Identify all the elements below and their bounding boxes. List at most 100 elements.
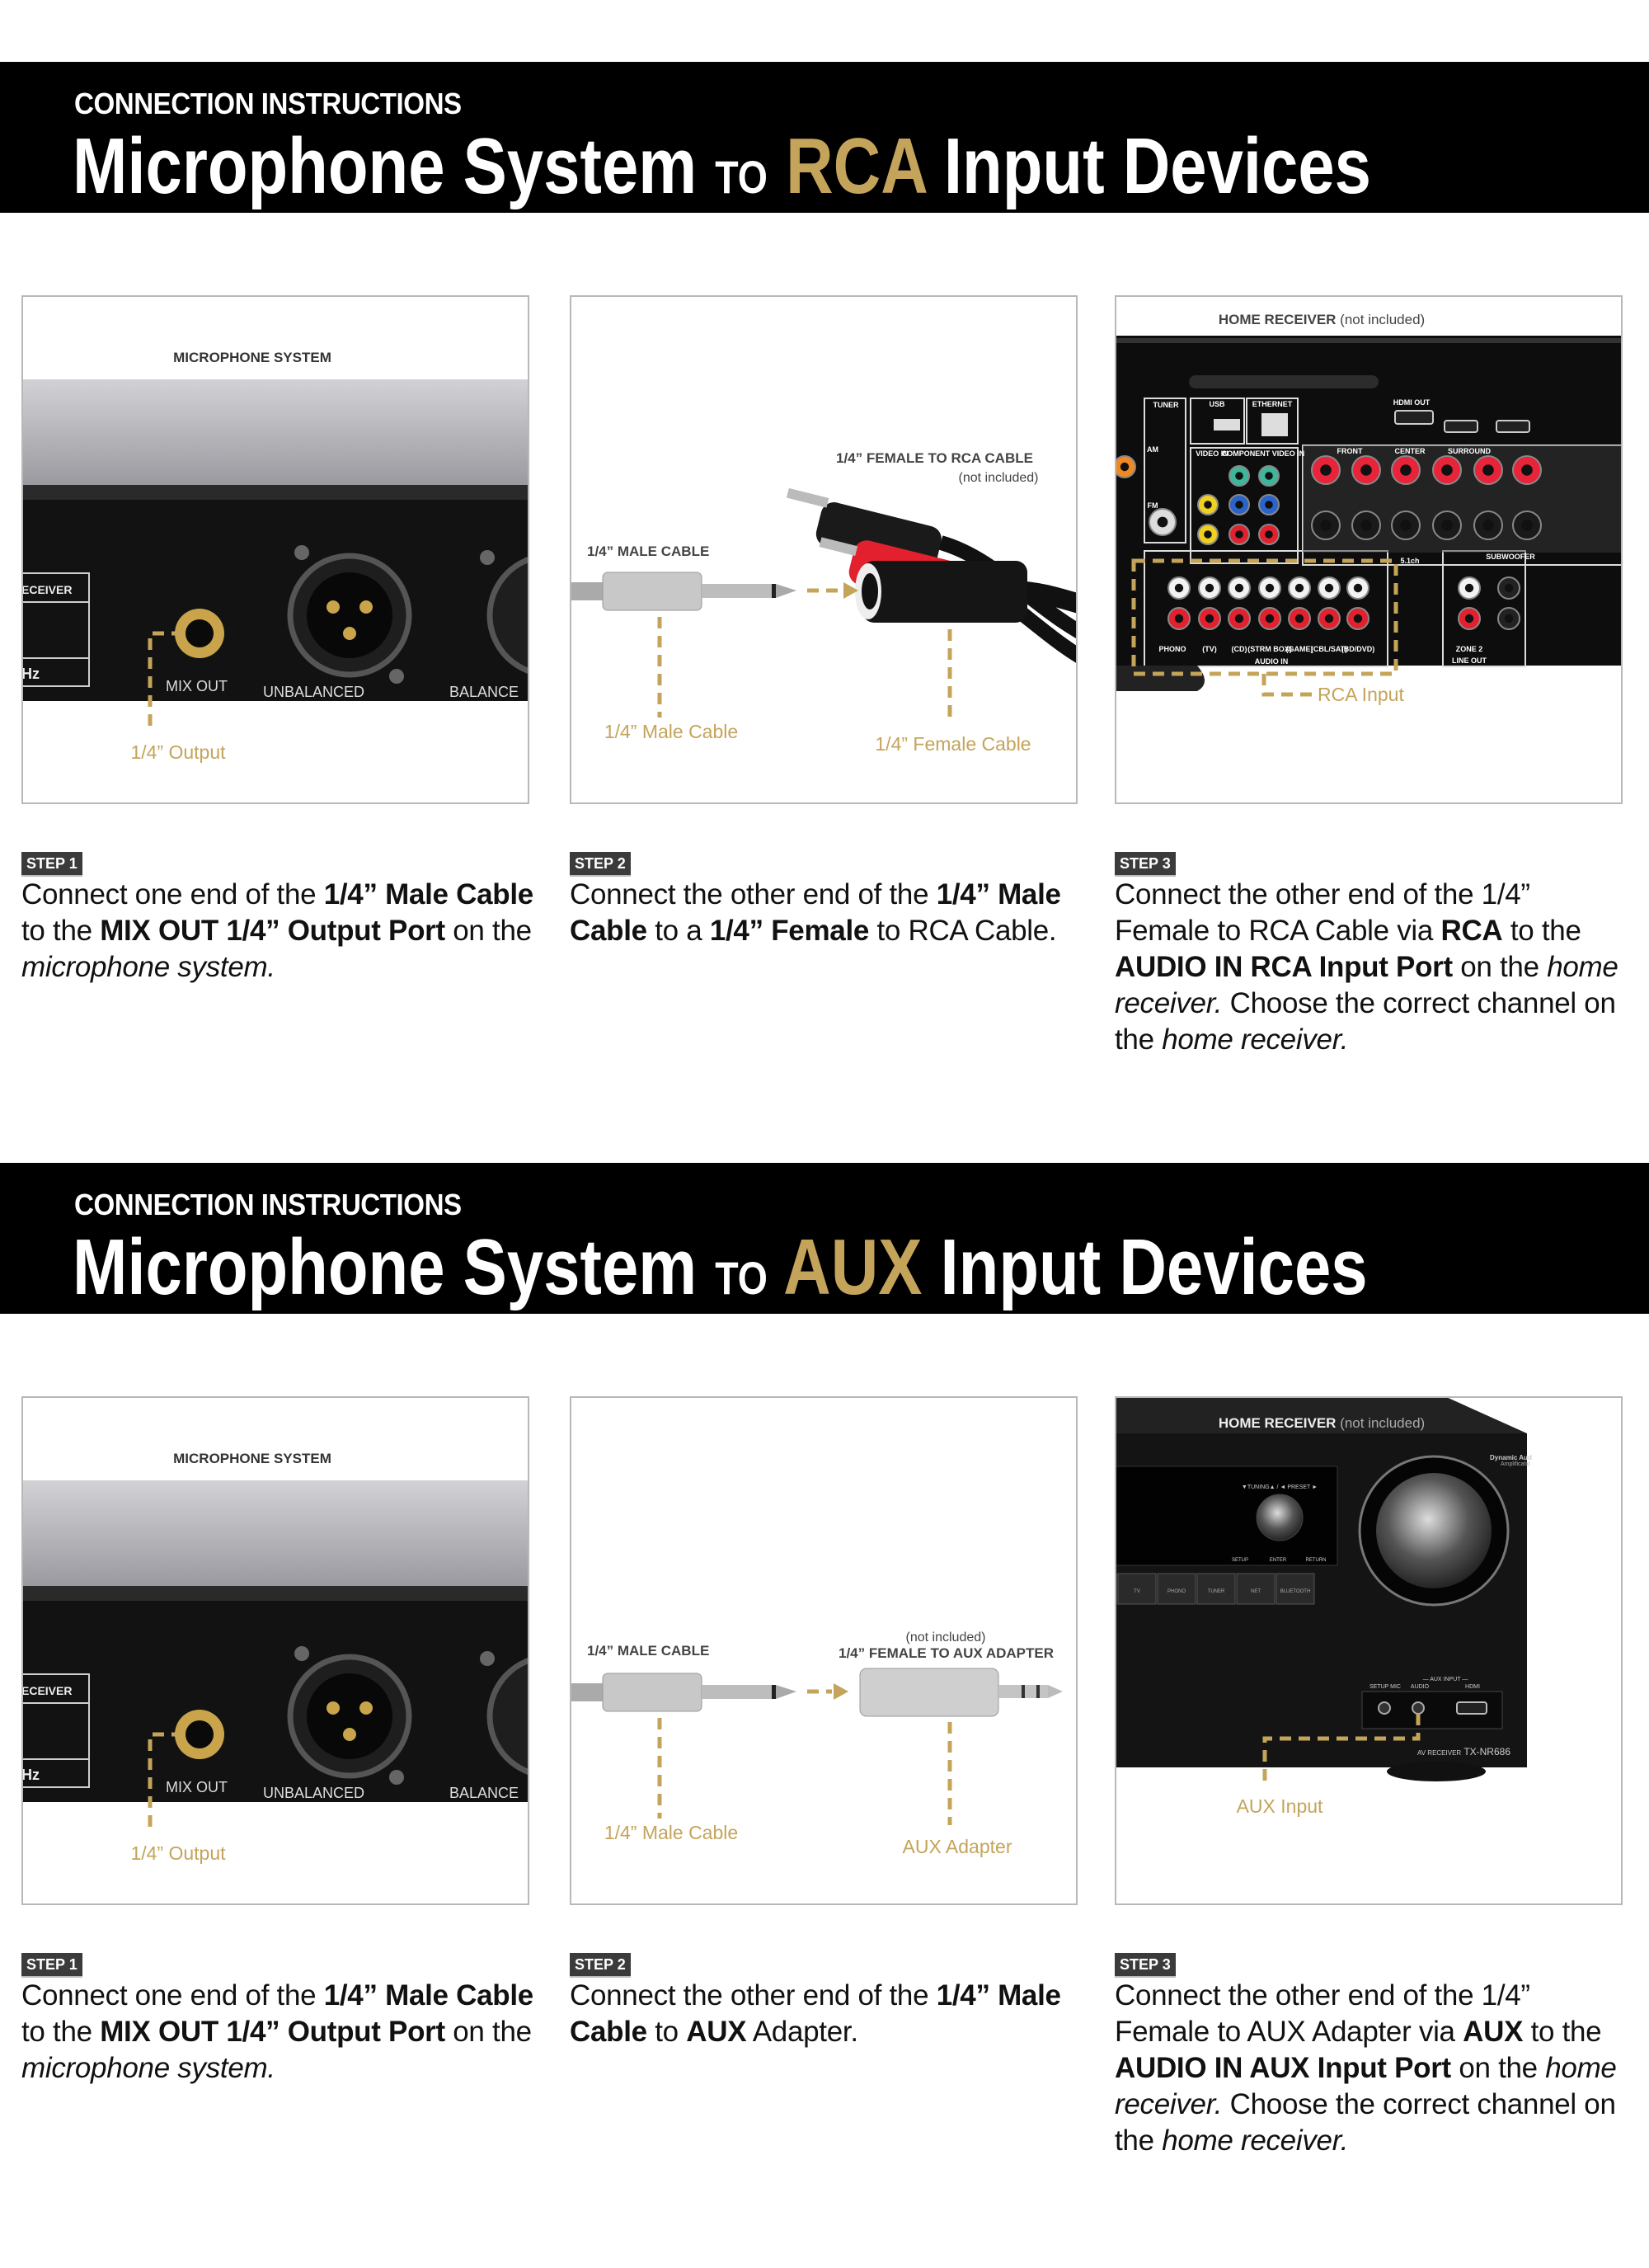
receiver-label: ECEIVER	[21, 1684, 72, 1697]
balanced-label: BALANCE	[449, 1785, 519, 1801]
setup-mic-label: SETUP MIC	[1369, 1684, 1401, 1690]
step-text-segment: home receiver.	[1115, 951, 1618, 1019]
hdmi-port-icon	[1496, 420, 1530, 433]
input-selector-button[interactable]	[1157, 1573, 1196, 1605]
hdmi-out-port-icon	[1394, 410, 1434, 425]
aux-input-text: AUX INPUT	[1430, 1677, 1461, 1682]
step-text-segment: Connect one end of the	[21, 1979, 324, 2012]
home-receiver-front-illustration: HOME RECEIVER (not included) Dynamic Aud…	[1115, 1398, 1532, 1817]
step-text-segment: to	[646, 2016, 687, 2048]
male-plug-icon	[602, 572, 702, 611]
brand-logo-text: Amplificatio	[1501, 1461, 1530, 1467]
output-callout: 1/4” Output	[130, 741, 226, 763]
audio-label: AUDIO	[1411, 1684, 1430, 1690]
step-1: STEP 1 Connect one end of the 1/4” Male …	[21, 1953, 537, 2087]
balanced-label: BALANCE	[449, 684, 519, 700]
step-text-segment: to the	[1502, 915, 1581, 947]
adapter-panel: 1/4” MALE CABLE (not included) 1/4” FEMA…	[570, 1396, 1078, 1905]
step-text-segment: to the	[21, 2016, 101, 2048]
title-to: TO	[715, 1252, 768, 1304]
step-text-segment: 1/4” Female	[709, 915, 870, 947]
receiver-port-label: COMPONENT VIDEO IN	[1222, 449, 1305, 458]
return-label: RETURN	[1306, 1558, 1327, 1563]
receiver-title: HOME RECEIVER (not included)	[1219, 312, 1425, 327]
step-badge: STEP 2	[570, 1953, 631, 1976]
receiver-port-label: (TV)	[1202, 645, 1217, 653]
step-text-segment: MIX OUT 1/4” Output Port	[100, 915, 445, 947]
input-selector-label: BLUETOOTH	[1280, 1589, 1311, 1594]
brand-logo-text: Dynamic Aud	[1490, 1454, 1532, 1461]
input-selector-button[interactable]	[1115, 1573, 1117, 1605]
kicker: CONNECTION INSTRUCTIONS	[74, 1188, 462, 1221]
step-text-segment: to a	[646, 915, 710, 947]
device-label: MICROPHONE SYSTEM	[173, 1451, 331, 1466]
male-cable-label: 1/4” MALE CABLE	[587, 543, 709, 559]
receiver-port-label: (GAME)	[1286, 645, 1313, 653]
hdmi-label: HDMI	[1465, 1684, 1480, 1690]
input-selector-label: NET	[1251, 1589, 1261, 1594]
model-prefix: AV RECEIVER	[1417, 1749, 1461, 1757]
receiver-port-label: (STRM BOX)	[1247, 645, 1292, 653]
receiver-port-label: AUDIO IN	[1255, 657, 1289, 666]
tuning-knob[interactable]	[1256, 1494, 1304, 1541]
step-text-segment: 1/4” Male Cable	[323, 1979, 534, 2012]
mix-out-label: MIX OUT	[166, 1779, 228, 1795]
male-plug-icon	[602, 1673, 702, 1712]
step-text-segment: on the	[1452, 951, 1548, 983]
receiver-port-label: (CD)	[1232, 645, 1247, 653]
title-text: Input Devices	[922, 1223, 1368, 1311]
step-text-segment: on the	[444, 915, 532, 947]
input-selector-button[interactable]	[1117, 1573, 1157, 1605]
receiver-port-label: ZONE 2	[1456, 645, 1483, 653]
section-header: CONNECTION INSTRUCTIONS Microphone Syste…	[0, 62, 1649, 213]
section-aux: CONNECTION INSTRUCTIONS Microphone Syste…	[0, 1163, 1649, 2264]
step-text-segment: Choose the correct channel on the	[1115, 2088, 1616, 2157]
receiver-port-label: 5.1ch	[1400, 557, 1419, 565]
step-text-segment: on the	[1450, 2052, 1546, 2084]
display-window	[1116, 1466, 1338, 1566]
step-text-segment: Connect the other end of the	[570, 878, 937, 910]
step-text-segment: MIX OUT 1/4” Output Port	[100, 2016, 445, 2048]
step-text: Connect the other end of the 1/4” Male C…	[570, 1978, 1085, 2050]
step-text: Connect one end of the 1/4” Male Cable t…	[21, 877, 537, 986]
input-selector-button[interactable]	[1196, 1573, 1236, 1605]
step-3: STEP 3 Connect the other end of the 1/4”…	[1115, 1953, 1630, 2159]
volume-knob[interactable]	[1376, 1473, 1492, 1588]
section-title: Microphone System TO RCA Input Devices	[73, 121, 1371, 223]
receiver-port-label: (CBL/SAT)	[1311, 645, 1347, 653]
receiver-title-bold: HOME RECEIVER	[1219, 312, 1337, 327]
title-highlight: RCA	[767, 122, 926, 210]
step-text-segment: 1/4” Male Cable	[570, 878, 1061, 947]
receiver-title-bold: HOME RECEIVER	[1219, 1415, 1337, 1431]
input-selector-button[interactable]	[1236, 1573, 1276, 1605]
input-selector-label: TV	[1134, 1589, 1140, 1594]
receiver-title-note: (not included)	[1336, 1415, 1425, 1431]
title-text: Microphone System	[73, 122, 716, 210]
female-cable-callout: 1/4” Female Cable	[875, 733, 1031, 755]
rca-input-callout: RCA Input	[1318, 684, 1404, 705]
hz-label: Hz	[21, 1767, 40, 1783]
section-rca: CONNECTION INSTRUCTIONS Microphone Syste…	[0, 62, 1649, 1163]
receiver-port-label: FM	[1148, 501, 1158, 510]
not-included-note: (not included)	[906, 1630, 986, 1645]
step-text-segment: Connect the other end of the 1/4” Female…	[1115, 878, 1530, 947]
microphone-system-panel: MICROPHONE SYSTEM ECEIVER Hz MIX OUT UNB…	[21, 1396, 529, 1905]
microphone-system-illustration: MICROPHONE SYSTEM ECEIVER Hz MIX OUT UNB…	[23, 350, 528, 763]
step-text-segment: to the	[21, 915, 101, 947]
step-text-segment: Choose the correct channel on the	[1115, 987, 1616, 1056]
setup-label: SETUP	[1232, 1558, 1248, 1563]
hdmi-port-icon	[1456, 1701, 1487, 1715]
cable-illustration: 1/4” MALE CABLE 1/4” FEMALE TO RCA CABLE…	[571, 450, 1076, 755]
step-text-segment: home receiver.	[1162, 2124, 1349, 2157]
adapter-illustration: 1/4” MALE CABLE (not included) 1/4” FEMA…	[571, 1630, 1063, 1857]
unbalanced-label: UNBALANCED	[263, 1785, 364, 1801]
step-text-segment: AUDIO IN RCA Input Port	[1115, 951, 1453, 983]
aux-input-callout: AUX Input	[1237, 1795, 1323, 1817]
hdmi-port-icon	[1444, 420, 1478, 433]
input-selector-button[interactable]	[1276, 1573, 1315, 1605]
output-callout: 1/4” Output	[130, 1842, 226, 1864]
step-badge: STEP 1	[21, 852, 82, 875]
receiver-port-label: HDMI OUT	[1393, 398, 1431, 407]
step-2: STEP 2 Connect the other end of the 1/4”…	[570, 1953, 1085, 2050]
